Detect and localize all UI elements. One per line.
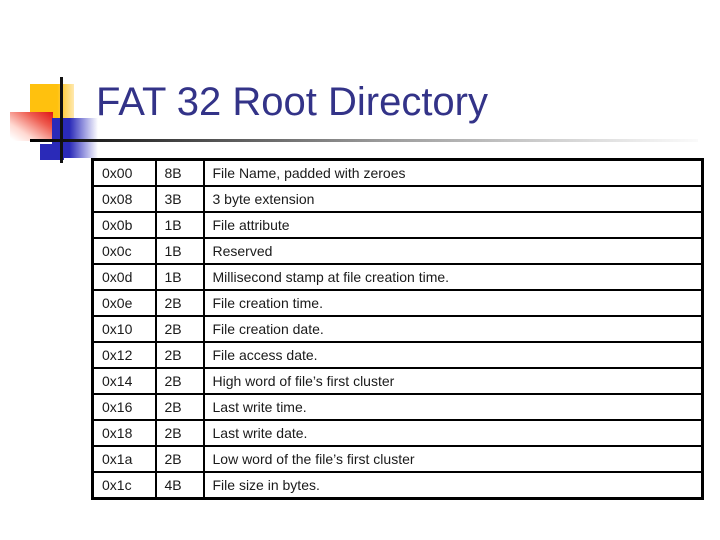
cell-offset: 0x0b [91,211,157,239]
cell-size: 3B [154,185,205,213]
cell-offset: 0x0c [91,237,157,265]
cell-description: File attribute [202,211,704,239]
cell-size: 2B [154,393,205,421]
title-underline-rule [30,139,698,142]
cell-offset: 0x08 [91,185,157,213]
cell-offset: 0x18 [91,419,157,447]
cell-offset: 0x16 [91,393,157,421]
cell-size: 2B [154,341,205,369]
cell-description: File creation date. [202,315,704,343]
cell-description: Last write date. [202,419,704,447]
cell-description: File size in bytes. [202,471,704,500]
cell-size: 2B [154,315,205,343]
cell-size: 1B [154,211,205,239]
page-title: FAT 32 Root Directory [96,80,488,124]
cell-description: Reserved [202,237,704,265]
decor-red-square-icon [10,112,53,141]
cell-size: 8B [154,158,205,187]
cell-size: 2B [154,367,205,395]
cell-description: File access date. [202,341,704,369]
cell-description: 3 byte extension [202,185,704,213]
decor-vertical-line [60,77,63,163]
decor-blue-small-square-icon [40,144,64,160]
cell-description: Low word of the file’s first cluster [202,445,704,473]
cell-offset: 0x00 [91,158,157,187]
cell-size: 1B [154,237,205,265]
cell-size: 2B [154,445,205,473]
cell-description: Millisecond stamp at file creation time. [202,263,704,291]
cell-description: High word of file’s first cluster [202,367,704,395]
cell-offset: 0x14 [91,367,157,395]
cell-size: 2B [154,419,205,447]
cell-description: File Name, padded with zeroes [202,158,704,187]
cell-size: 4B [154,471,205,500]
cell-offset: 0x10 [91,315,157,343]
cell-description: File creation time. [202,289,704,317]
cell-offset: 0x1a [91,445,157,473]
cell-offset: 0x0e [91,289,157,317]
cell-size: 1B [154,263,205,291]
cell-offset: 0x1c [91,471,157,500]
cell-description: Last write time. [202,393,704,421]
cell-offset: 0x12 [91,341,157,369]
cell-size: 2B [154,289,205,317]
cell-offset: 0x0d [91,263,157,291]
